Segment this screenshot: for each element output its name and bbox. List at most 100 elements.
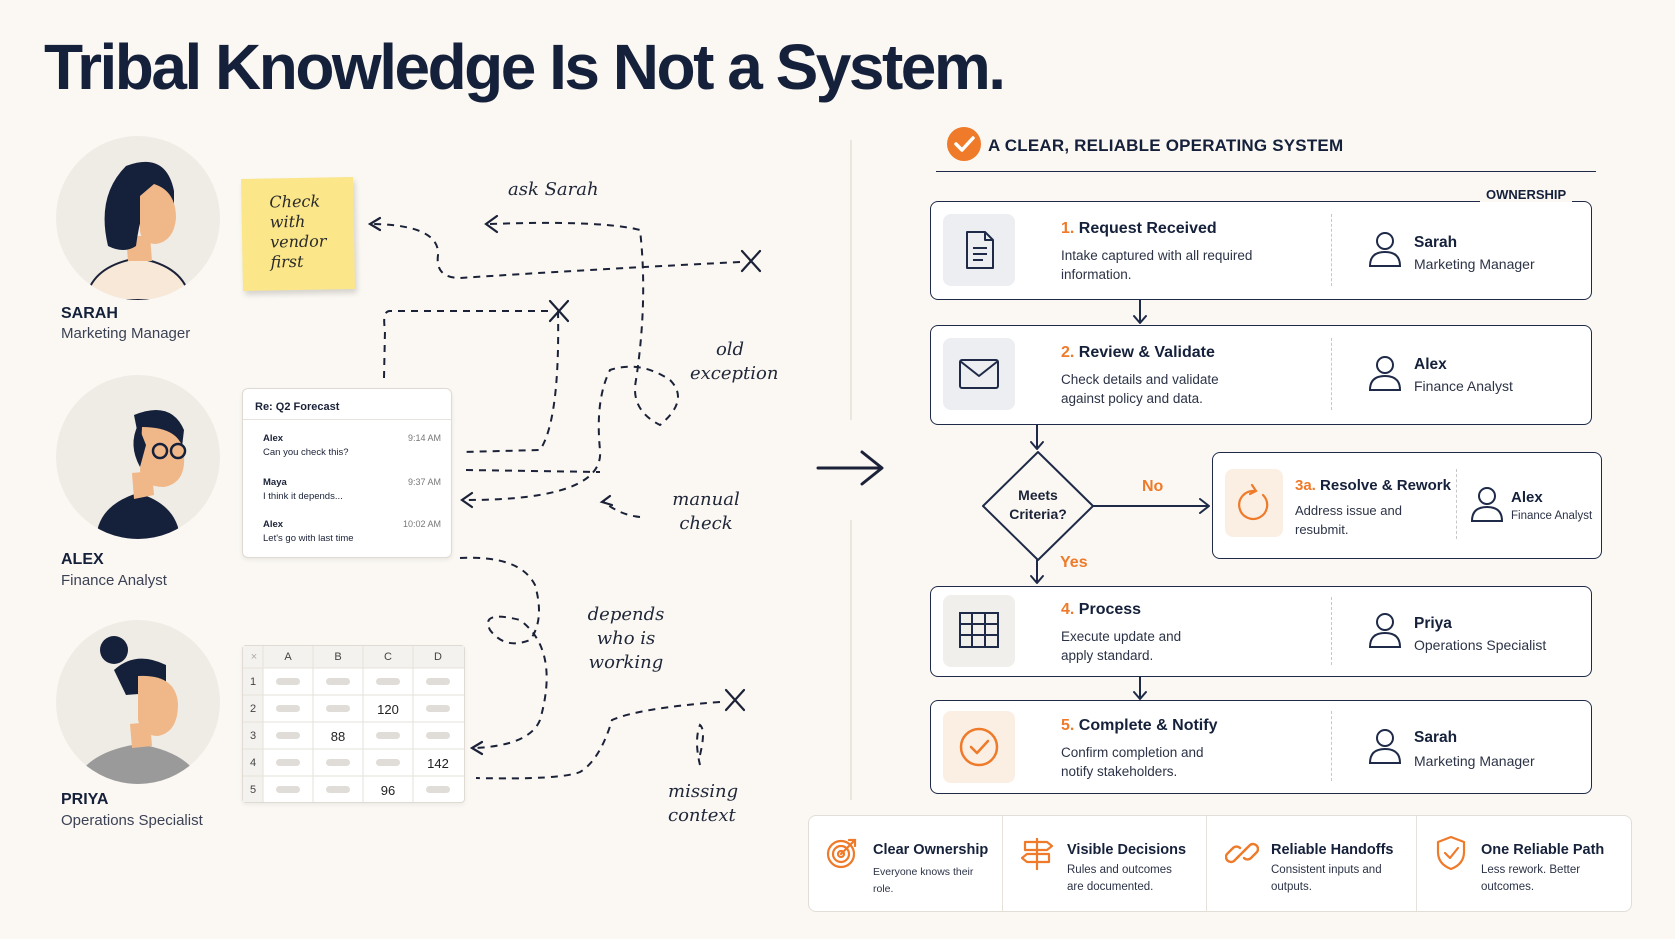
- step-title: Process: [1078, 601, 1142, 618]
- email-sender: Alex: [263, 519, 284, 530]
- user-icon: [1368, 232, 1402, 267]
- benefit-title: One Reliable Path: [1481, 842, 1605, 858]
- benefits-panel: Clear Ownership Everyone knows their rol…: [808, 815, 1632, 912]
- sheet-cell: 120: [377, 702, 399, 717]
- person-name-sarah: SARAH: [61, 305, 118, 322]
- owner-name: Alex: [1511, 489, 1543, 506]
- benefit-description: Less rework. Better outcomes.: [1481, 864, 1581, 893]
- owner-role: Operations Specialist: [1414, 637, 1547, 653]
- owner-role: Finance Analyst: [1511, 510, 1593, 522]
- owner-name: Alex: [1414, 356, 1447, 373]
- avatar-sarah: [56, 136, 220, 300]
- email-thread: Re: Q2 Forecast Alex 9:14 AM Can you che…: [242, 388, 452, 558]
- refresh-icon: [1225, 469, 1283, 537]
- sheet-col-header: A: [284, 651, 292, 663]
- envelope-icon: [943, 338, 1015, 410]
- target-icon: [826, 838, 857, 869]
- sheet-row-header: 1: [249, 676, 257, 688]
- sheet-cell: 88: [330, 729, 346, 744]
- annotation-manual-check: manual check: [672, 489, 740, 534]
- ownership-label: OWNERSHIP: [1480, 187, 1573, 202]
- sheet-row-header: 2: [249, 703, 257, 715]
- email-text: Can you check this?: [263, 447, 349, 458]
- user-icon: [1368, 613, 1402, 648]
- spreadsheet: × A B C D 1 2 3 4 5 120 88 142 96: [242, 645, 465, 803]
- person-name-alex: ALEX: [61, 551, 104, 568]
- check-circle-icon: [943, 711, 1015, 783]
- email-sender: Maya: [263, 477, 287, 488]
- user-icon: [1368, 729, 1402, 764]
- os-heading: A CLEAR, RELIABLE OPERATING SYSTEM: [988, 136, 1344, 155]
- step-complete-notify: 5. Complete & Notify Confirm completion …: [930, 700, 1592, 794]
- annotation-old-exception: old exception: [690, 339, 779, 384]
- sheet-row-header: 3: [249, 730, 257, 742]
- step-title: Complete & Notify: [1078, 717, 1218, 734]
- sheet-col-header: D: [434, 651, 442, 663]
- email-text: Let's go with last time: [263, 533, 354, 544]
- sheet-col-header: B: [334, 651, 342, 663]
- email-text: I think it depends...: [263, 491, 343, 502]
- step-description: Intake captured with all required inform…: [1061, 248, 1253, 282]
- owner-name: Sarah: [1414, 234, 1458, 251]
- person-name-priya: PRIYA: [61, 791, 109, 808]
- benefit-description: Everyone knows their role.: [873, 866, 974, 895]
- sheet-row-header: 5: [249, 784, 257, 796]
- step-title: Review & Validate: [1078, 344, 1215, 361]
- benefit-title: Visible Decisions: [1067, 842, 1187, 858]
- step-description: Check details and validate against polic…: [1061, 372, 1219, 406]
- sheet-cell: 96: [380, 783, 396, 798]
- sheet-col-header: C: [384, 651, 392, 663]
- person-role-sarah: Marketing Manager: [61, 325, 191, 342]
- step-request-received: 1. Request Received Intake captured with…: [930, 201, 1592, 300]
- avatar-priya: [56, 620, 220, 784]
- step-title: Resolve & Rework: [1320, 477, 1451, 494]
- email-subject: Re: Q2 Forecast: [255, 401, 340, 413]
- owner-name: Sarah: [1414, 729, 1458, 746]
- step-process: 4. Process Execute update and apply stan…: [930, 586, 1592, 677]
- step-number: 4.: [1061, 601, 1075, 618]
- email-message: Maya 9:37 AM I think it depends...: [263, 477, 441, 502]
- benefit-description: Rules and outcomes are documented.: [1067, 864, 1172, 893]
- step-description: Address issue and resubmit.: [1295, 503, 1402, 537]
- email-time: 9:37 AM: [407, 477, 441, 487]
- person-role-alex: Finance Analyst: [61, 572, 167, 589]
- decision-yes-label: Yes: [1060, 554, 1088, 571]
- owner-role: Marketing Manager: [1414, 753, 1535, 769]
- person-role-priya: Operations Specialist: [61, 812, 203, 829]
- owner-name: Priya: [1414, 615, 1452, 632]
- check-badge-icon: [947, 127, 981, 161]
- step-description: Confirm completion and notify stakeholde…: [1061, 745, 1204, 779]
- shield-check-icon: [1436, 835, 1466, 871]
- step-title: Request Received: [1078, 220, 1217, 237]
- benefit-description: Consistent inputs and outputs.: [1271, 864, 1382, 893]
- annotation-missing-context: missing context: [668, 781, 739, 826]
- owner-role: Marketing Manager: [1414, 256, 1535, 272]
- annotation-depends: depends who is working: [587, 604, 665, 673]
- decision-no-label: No: [1142, 478, 1164, 495]
- user-icon: [1470, 487, 1504, 522]
- avatar-alex: [56, 375, 220, 539]
- sheet-row-header: 4: [249, 757, 257, 769]
- benefit-title: Clear Ownership: [873, 842, 989, 858]
- benefit-title: Reliable Handoffs: [1271, 842, 1394, 858]
- email-message: Alex 10:02 AM Let's go with last time: [263, 519, 441, 544]
- sheet-cell: 142: [427, 756, 449, 771]
- owner-role: Finance Analyst: [1414, 378, 1513, 394]
- step-number: 1.: [1061, 220, 1075, 237]
- user-icon: [1368, 356, 1402, 391]
- decision-label: Meets Criteria?: [1009, 487, 1067, 522]
- step-review-validate: 2. Review & Validate Check details and v…: [930, 325, 1592, 425]
- sheet-corner: ×: [250, 651, 258, 663]
- email-message: Alex 9:14 AM Can you check this?: [263, 433, 441, 458]
- step-number: 2.: [1061, 344, 1075, 361]
- link-icon: [1225, 842, 1259, 864]
- email-time: 9:14 AM: [407, 433, 441, 443]
- step-number: 5.: [1061, 717, 1075, 734]
- step-resolve-rework: 3a. Resolve & Rework Address issue and r…: [1212, 452, 1602, 559]
- document-icon: [943, 214, 1015, 286]
- email-sender: Alex: [263, 433, 284, 444]
- grid-icon: [943, 595, 1015, 667]
- step-number: 3a.: [1295, 477, 1316, 494]
